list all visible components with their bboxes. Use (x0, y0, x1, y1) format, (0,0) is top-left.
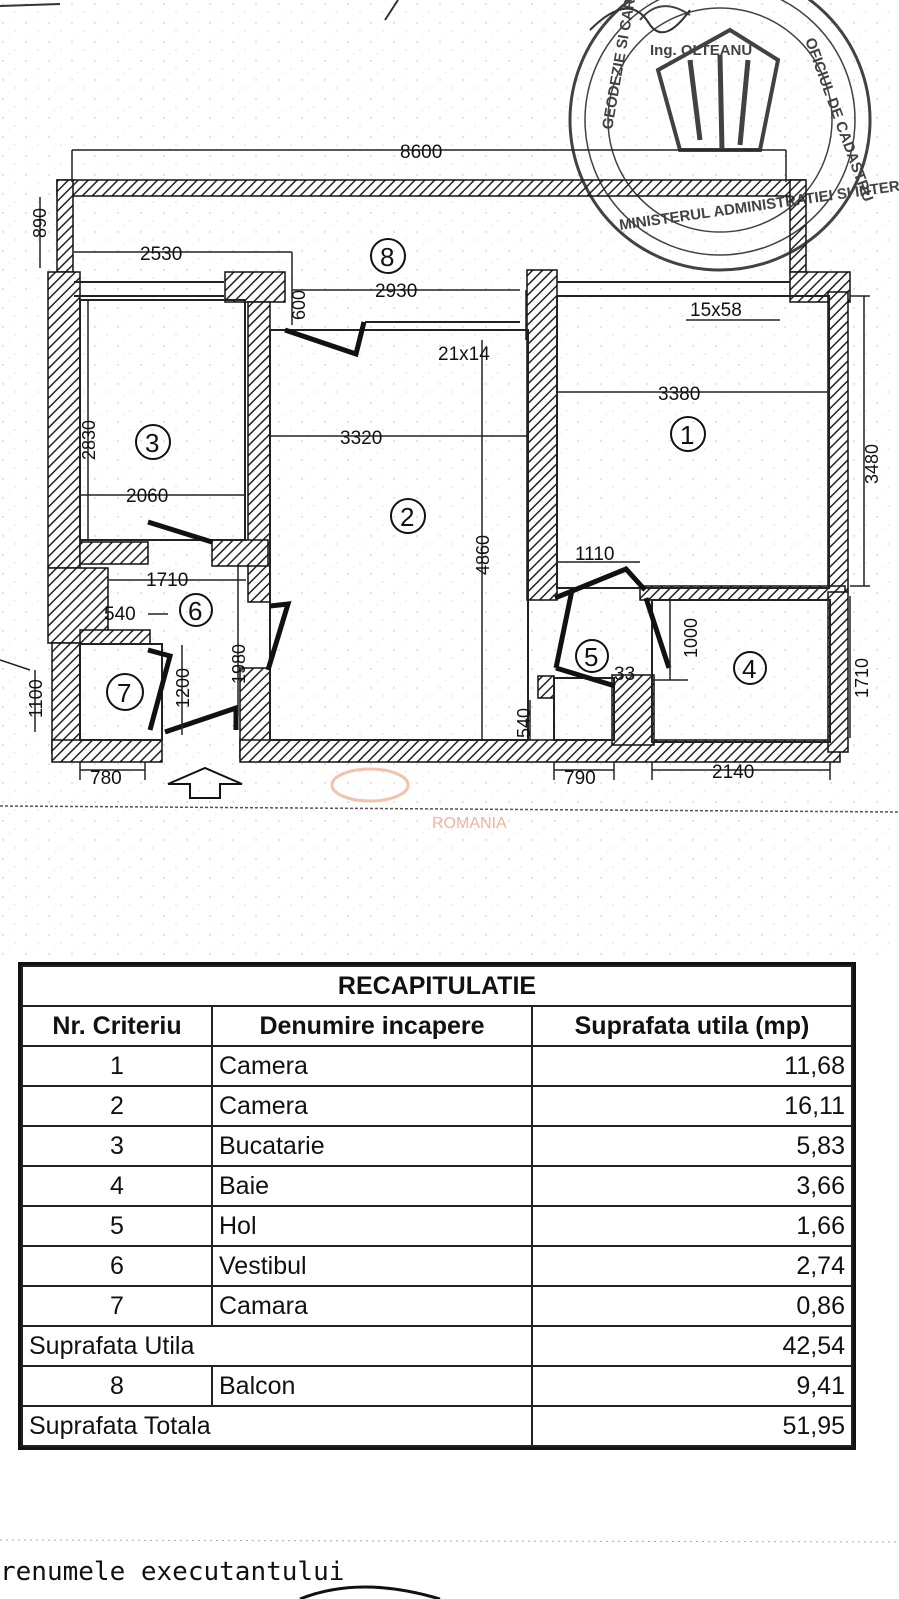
dim-hall-step: 540 (514, 708, 534, 738)
dimension-lines (0, 149, 870, 780)
room-number-7: 7 (117, 678, 131, 708)
row-name: Camera (211, 1045, 533, 1087)
row-name: Camera (211, 1085, 533, 1127)
dim-hall-small: 33 (614, 664, 635, 685)
row-area: 1,66 (531, 1205, 853, 1247)
row-area: 0,86 (531, 1285, 853, 1327)
table-row: 5 Hol 1,66 (21, 1205, 853, 1247)
row-nr: 4 (21, 1165, 213, 1207)
row-name: Bucatarie (211, 1125, 533, 1167)
dim-window-left: 21x14 (438, 344, 490, 365)
row-area: 5,83 (531, 1125, 853, 1167)
dim-window-right: 15x58 (690, 300, 742, 321)
dim-pantry-height: 1100 (26, 679, 46, 718)
dim-overall-width: 8600 (400, 142, 442, 163)
useful-area-value: 42,54 (531, 1325, 853, 1367)
seal-text-center: Ing. OLTEANU (650, 42, 752, 59)
room-number-8: 8 (380, 242, 394, 272)
dim-bath-height: 1710 (852, 658, 872, 698)
header-name: Denumire incapere (211, 1005, 533, 1047)
table-row: 1 Camera 11,68 (21, 1045, 853, 1087)
row-nr: 1 (21, 1045, 213, 1087)
executant-label: renumele executantului (0, 1557, 344, 1587)
row-nr: 5 (21, 1205, 213, 1247)
total-area-row: Suprafata Totala 51,95 (21, 1405, 853, 1447)
watermark-text: ROMANIA (432, 815, 507, 832)
total-area-label: Suprafata Totala (21, 1405, 533, 1447)
room-number-5: 5 (584, 642, 598, 672)
row-nr: 3 (21, 1125, 213, 1167)
room-number-1: 1 (680, 420, 694, 450)
row-nr: 6 (21, 1245, 213, 1287)
room-number-4: 4 (742, 654, 756, 684)
room-number-6: 6 (188, 596, 202, 626)
dim-vestibule-height: 1980 (229, 644, 249, 684)
row-area: 11,68 (531, 1045, 853, 1087)
header-nr: Nr. Criteriu (21, 1005, 213, 1047)
entrance-arrow-icon (167, 766, 243, 799)
doors (147, 321, 672, 735)
summary-table: RECAPITULATIE Nr. Criteriu Denumire inca… (18, 962, 856, 1450)
table-row: 4 Baie 3,66 (21, 1165, 853, 1207)
dim-balcony-mid: 2930 (375, 281, 417, 302)
dim-room1-height: 3480 (862, 444, 882, 484)
dim-pantry-door: 1200 (173, 668, 193, 708)
footer-area: renumele executantului (0, 1539, 899, 1599)
dim-hall-width: 1110 (575, 544, 614, 565)
stamp-edge (299, 1585, 441, 1599)
dim-room1-width: 3380 (658, 384, 700, 405)
dim-kitchen-top: 2530 (140, 244, 182, 265)
row-nr: 2 (21, 1085, 213, 1127)
total-area-value: 51,95 (531, 1405, 853, 1447)
row-area: 16,11 (531, 1085, 853, 1127)
dim-vestibule-small: 540 (104, 604, 136, 625)
dim-room2-height: 4860 (473, 535, 493, 575)
dim-bath-width: 2140 (712, 762, 754, 783)
dim-kitchen-width: 2060 (126, 486, 168, 507)
summary-title: RECAPITULATIE (21, 965, 853, 1007)
row-name: Baie (211, 1165, 533, 1207)
useful-area-row: Suprafata Utila 42,54 (21, 1325, 853, 1367)
dim-balcony-step: 600 (289, 290, 309, 320)
table-row: 6 Vestibul 2,74 (21, 1245, 853, 1287)
row-name: Hol (211, 1205, 533, 1247)
table-row: 2 Camera 16,11 (21, 1085, 853, 1127)
row-nr: 7 (21, 1285, 213, 1327)
row-name: Camara (211, 1285, 533, 1327)
useful-area-label: Suprafata Utila (21, 1325, 533, 1367)
balcony-row: 8 Balcon 9,41 (21, 1365, 853, 1407)
walls (47, 179, 851, 763)
signature-scribble (589, 7, 691, 34)
scan-line (0, 1539, 899, 1543)
scan-stroke (0, 3, 61, 7)
balcony-area: 9,41 (531, 1365, 853, 1407)
row-name: Vestibul (211, 1245, 533, 1287)
room-number-3: 3 (145, 428, 159, 458)
dim-vestibule-width: 1710 (146, 570, 188, 591)
floor-plan: 8600 890 2530 600 2930 21x14 15x58 3380 … (0, 0, 899, 960)
watermark-logo-icon (330, 767, 410, 803)
row-area: 3,66 (531, 1165, 853, 1207)
dim-hall-bottom: 790 (564, 768, 596, 789)
balcony-name: Balcon (211, 1365, 533, 1407)
scan-stroke (384, 0, 399, 21)
paper-texture (0, 0, 899, 960)
row-area: 2,74 (531, 1245, 853, 1287)
table-row: 3 Bucatarie 5,83 (21, 1125, 853, 1167)
dim-pantry-width: 780 (90, 768, 122, 789)
table-row: 7 Camara 0,86 (21, 1285, 853, 1327)
room-number-2: 2 (400, 502, 414, 532)
dim-room2-width: 3320 (340, 428, 382, 449)
dim-kitchen-height: 2830 (79, 420, 99, 460)
dim-bath-door: 1000 (681, 618, 701, 658)
balcony-nr: 8 (21, 1365, 213, 1407)
room-markers (106, 238, 767, 711)
dim-balcony-depth: 890 (30, 208, 50, 238)
header-area: Suprafata utila (mp) (531, 1005, 853, 1047)
